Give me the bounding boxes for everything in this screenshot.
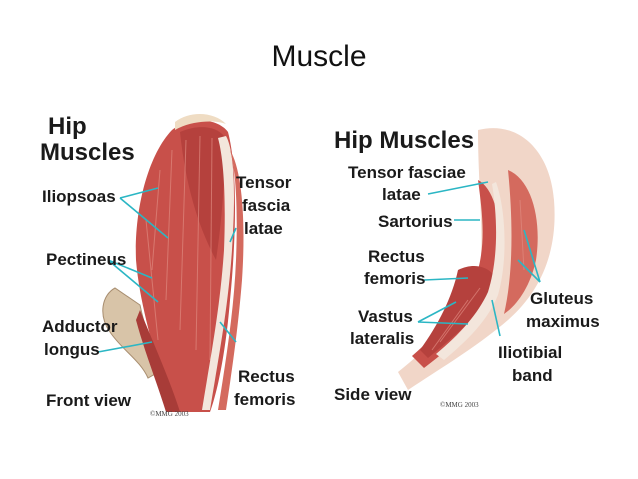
side-label-sartorius: Sartorius [378, 212, 453, 231]
label-adductor-line2: longus [44, 340, 100, 359]
label-pectineus: Pectineus [46, 250, 126, 269]
front-view-diagram: Hip Muscles Iliopsoas Pectineus Adductor… [40, 110, 310, 420]
side-label-rectus-line1: Rectus [368, 247, 425, 266]
side-label-iliotibial-line1: Iliotibial [498, 343, 562, 362]
side-copyright: ©MMG 2003 [440, 401, 479, 409]
front-copyright: ©MMG 2003 [150, 410, 189, 418]
label-tensor-line3: latae [244, 219, 283, 238]
label-adductor-line1: Adductor [42, 317, 118, 336]
side-label-vastus-line2: lateralis [350, 329, 414, 348]
label-rectus-line2: femoris [234, 390, 295, 409]
label-iliopsoas: Iliopsoas [42, 187, 116, 206]
front-heading-line2: Muscles [40, 139, 135, 166]
side-heading: Hip Muscles [334, 127, 474, 154]
side-label-tensor-line1: Tensor fasciae [348, 163, 466, 182]
side-label-gluteus-line1: Gluteus [530, 289, 593, 308]
front-heading-line1: Hip [48, 113, 87, 140]
front-view-label: Front view [46, 391, 132, 410]
side-view-diagram: Hip Muscles Tensor fasciae latae Sartori… [328, 110, 600, 410]
side-label-rectus-line2: femoris [364, 269, 425, 288]
label-tensor-line2: fascia [242, 196, 291, 215]
side-label-vastus-line1: Vastus [358, 307, 413, 326]
slide-title: Muscle [271, 40, 367, 73]
label-rectus-line1: Rectus [238, 367, 295, 386]
side-label-gluteus-line2: maximus [526, 312, 600, 331]
label-tensor-line1: Tensor [236, 173, 292, 192]
front-view-illustration: Hip Muscles Iliopsoas Pectineus Adductor… [40, 113, 295, 418]
side-label-iliotibial-line2: band [512, 366, 553, 385]
side-view-label: Side view [334, 385, 412, 404]
side-view-illustration: Hip Muscles Tensor fasciae latae Sartori… [334, 127, 600, 409]
side-label-tensor-line2: latae [382, 185, 421, 204]
